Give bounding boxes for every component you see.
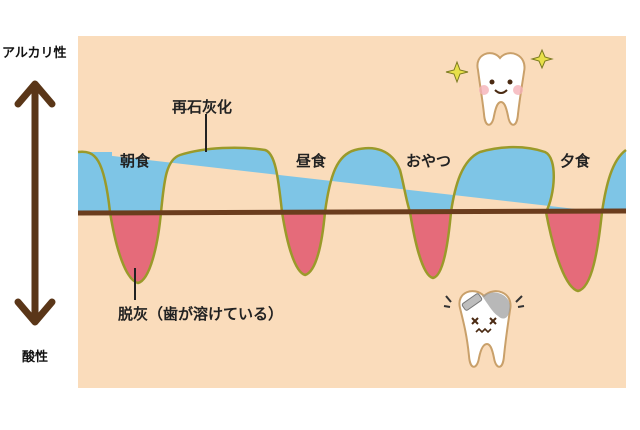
acid-dip-dinner (544, 211, 604, 293)
acid-dip-breakfast (108, 211, 163, 285)
remineralization-label: 再石灰化 (172, 98, 233, 116)
meal-label-breakfast: 朝食 (120, 152, 151, 170)
ph-arrow (14, 80, 56, 326)
alkaline-label: アルカリ性 (2, 46, 67, 61)
acid-dip-snack (408, 211, 453, 280)
meal-label-lunch: 昼食 (296, 152, 327, 170)
alkaline-left-edge (78, 152, 112, 212)
acid-dip-lunch (280, 211, 327, 277)
sad-tooth-icon (443, 290, 525, 368)
alkaline-outline (77, 145, 627, 213)
happy-tooth-icon (476, 52, 526, 126)
meal-label-snack: おやつ (406, 152, 452, 170)
neutral-baseline (77, 208, 627, 216)
sparkle-icon (445, 48, 554, 84)
meal-label-dinner: 夕食 (560, 152, 591, 170)
demineralization-label: 脱灰（歯が溶けている） (118, 305, 284, 323)
alkaline-fill (78, 147, 626, 212)
acidic-label: 酸性 (22, 350, 49, 365)
